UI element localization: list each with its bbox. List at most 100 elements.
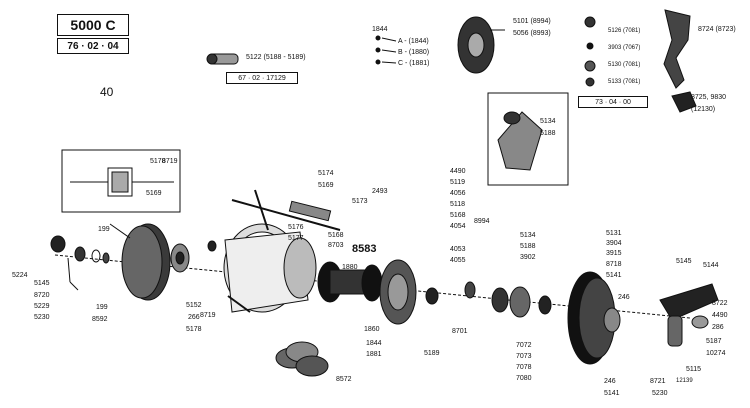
top-right-small-parts: [584, 16, 596, 87]
inset-box-left: [61, 149, 181, 213]
label-5178: 5178: [186, 326, 202, 333]
label-5126: 5126 (7081): [608, 28, 641, 34]
inset-box-right: [487, 92, 569, 186]
label-4490-right: 4490: [712, 312, 728, 319]
date-code-box: 76 · 02 · 04: [57, 38, 129, 54]
label-199-bottom: 199: [96, 304, 108, 311]
label-2493: 2493: [372, 188, 388, 195]
left-knob-parts: [50, 235, 110, 291]
level-wind-assembly: [231, 189, 341, 231]
label-8718: 8718: [606, 261, 622, 268]
label-5169-inset: 5169: [146, 190, 162, 197]
label-5134: 5134: [520, 232, 536, 239]
label-199-top: 199: [98, 226, 110, 233]
label-8572: 8572: [336, 376, 352, 383]
label-5224: 5224: [12, 272, 28, 279]
label-7073: 7073: [516, 353, 532, 360]
label-a: A - (1844): [398, 38, 429, 45]
label-5133: 5133 (7081): [608, 79, 641, 85]
label-5141-bottom: 5141: [604, 390, 620, 397]
label-5115: 5115: [686, 366, 702, 373]
label-5173: 5173: [352, 198, 368, 205]
label-8719-inset: 8719: [162, 158, 178, 165]
label-5118: 5118: [450, 201, 466, 208]
label-4055: 4055: [450, 257, 466, 264]
left-side-plate: [121, 223, 217, 301]
label-5188: 5188: [520, 243, 536, 250]
label-8721: 8721: [650, 378, 666, 385]
model-box: 5000 C: [57, 14, 129, 36]
label-5187: 5187: [706, 338, 722, 345]
label-8719: 8719: [200, 312, 216, 319]
label-5145-right: 5145: [676, 258, 692, 265]
label-266: 266: [188, 314, 200, 321]
label-4490-top: 4490: [450, 168, 466, 175]
label-5168-mid: 5168: [328, 232, 344, 239]
label-3904: 3904: [606, 240, 622, 247]
label-b: B - (1880): [398, 49, 430, 56]
label-5119: 5119: [450, 179, 466, 186]
label-5230-bottom: 5230: [652, 390, 668, 397]
crank-handle: [659, 283, 719, 347]
label-5177: 5177: [288, 235, 304, 242]
label-4056: 4056: [450, 190, 466, 197]
reel-frame: [223, 223, 317, 313]
label-5189: 5189: [424, 350, 440, 357]
label-7080: 7080: [516, 375, 532, 382]
label-1844-bottom: 1844: [366, 340, 382, 347]
label-4053: 4053: [450, 246, 466, 253]
label-1880: 1880: [342, 264, 358, 271]
label-5176: 5176: [288, 224, 304, 231]
label-5134-inset: 5134: [540, 118, 556, 125]
label-5174: 5174: [318, 170, 334, 177]
label-8994: 8994: [474, 218, 490, 225]
label-3903: 3903 (7067): [608, 45, 641, 51]
label-8725: 8725, 9830: [691, 94, 727, 101]
part-5122: [206, 53, 239, 65]
label-12130: (12130): [691, 106, 716, 113]
drag-star-parts: [457, 16, 505, 74]
right-side-plate: [379, 259, 439, 325]
label-1860: 1860: [364, 326, 380, 333]
page-number: 40: [100, 85, 114, 99]
handle-arm: [663, 9, 697, 113]
label-8701: 8701: [452, 328, 468, 335]
label-8703: 8703: [328, 242, 344, 249]
label-5122: 5122 (5188 - 5189): [246, 54, 306, 61]
label-7078: 7078: [516, 364, 532, 371]
label-5169: 5169: [318, 182, 334, 189]
label-246-top: 246: [618, 294, 630, 301]
label-5188-inset: 5188: [540, 130, 556, 137]
label-5131: 5131: [606, 230, 622, 237]
label-5152: 5152: [186, 302, 202, 309]
label-5168-top: 5168: [450, 212, 466, 219]
label-8724: 8724 (8723): [698, 26, 736, 33]
label-5056: 5056 (8993): [513, 30, 551, 37]
label-3915: 3915: [606, 250, 622, 257]
label-7072: 7072: [516, 342, 532, 349]
label-5145-left: 5145: [34, 280, 50, 287]
label-5130: 5130 (7081): [608, 62, 641, 68]
label-5101: 5101 (8994): [513, 18, 551, 25]
screws-abc: [375, 35, 397, 65]
spool: [317, 261, 383, 303]
label-8720: 8720: [34, 292, 50, 299]
right-cover: [567, 271, 621, 365]
label-12139: 12139: [676, 378, 693, 384]
box-67-02-17129: 67 · 02 · 17129: [226, 72, 298, 84]
label-3902: 3902: [520, 254, 536, 261]
label-246-bottom: 246: [604, 378, 616, 385]
label-4054: 4054: [450, 223, 466, 230]
part-8572: [275, 341, 329, 377]
label-8592: 8592: [92, 316, 108, 323]
box-73-04-00: 73 · 04 · 00: [578, 96, 648, 108]
label-c: C - (1881): [398, 60, 430, 67]
label-10274: 10274: [706, 350, 726, 357]
label-8722: 8722: [712, 300, 728, 307]
label-1881: 1881: [366, 351, 382, 358]
label-286-right: 286: [712, 324, 724, 331]
label-8583: 8583: [352, 243, 377, 255]
label-5144: 5144: [703, 262, 719, 269]
